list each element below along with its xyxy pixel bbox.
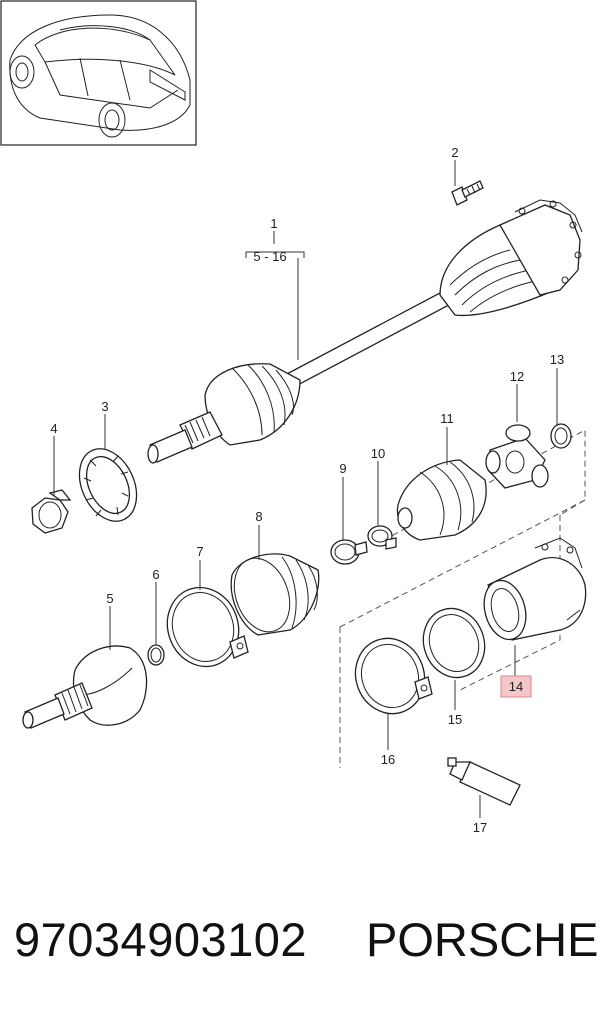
callout-16: 16 [381, 752, 395, 767]
clamp-band-part [166, 586, 249, 668]
tripod-spider-part [485, 424, 549, 489]
leader-lines [53, 160, 558, 818]
outer-cv-joint-part [22, 645, 148, 729]
inner-joint-housing-part [483, 537, 587, 641]
tripod-circlip-part [550, 423, 572, 449]
small-clamp-part-2 [367, 525, 397, 550]
bolt-part [451, 180, 484, 206]
callout-4: 4 [50, 421, 57, 436]
callout-1-range: 5 - 16 [253, 249, 286, 264]
callout-8: 8 [255, 509, 262, 524]
vehicle-thumbnail [0, 0, 197, 146]
outer-boot-part [230, 553, 320, 636]
callout-labels: 1 5 - 16 2 3 4 5 6 7 8 9 10 11 12 13 14 … [50, 145, 564, 835]
callout-11: 11 [440, 411, 454, 426]
callout-14-highlight [500, 675, 532, 698]
drive-shaft-assembly [147, 199, 583, 464]
callout-2: 2 [451, 145, 458, 160]
callout-10: 10 [371, 446, 385, 461]
callout-9: 9 [339, 461, 346, 476]
callout-15: 15 [448, 712, 462, 727]
callout-13: 13 [550, 352, 564, 367]
callout-6: 6 [152, 567, 159, 582]
hex-nut-part [31, 489, 72, 534]
callout-12: 12 [510, 369, 524, 384]
snap-ring-part [78, 448, 138, 522]
sealing-ring-part [422, 607, 486, 679]
circlip-part [147, 644, 165, 666]
small-clamp-part [330, 539, 368, 565]
brand-label: PORSCHE [366, 913, 599, 966]
grease-tube-part [447, 757, 521, 806]
callout-7: 7 [196, 544, 203, 559]
large-clamp-part [354, 637, 433, 715]
cv-joint-kit-outline [339, 429, 586, 768]
callout-5: 5 [106, 591, 113, 606]
inner-boot-part [396, 459, 487, 541]
part-number-label: 97034903102 [14, 913, 308, 966]
callout-14: 14 [509, 679, 523, 694]
callout-17: 17 [473, 820, 487, 835]
callout-3: 3 [101, 399, 108, 414]
callout-1: 1 [270, 216, 277, 231]
